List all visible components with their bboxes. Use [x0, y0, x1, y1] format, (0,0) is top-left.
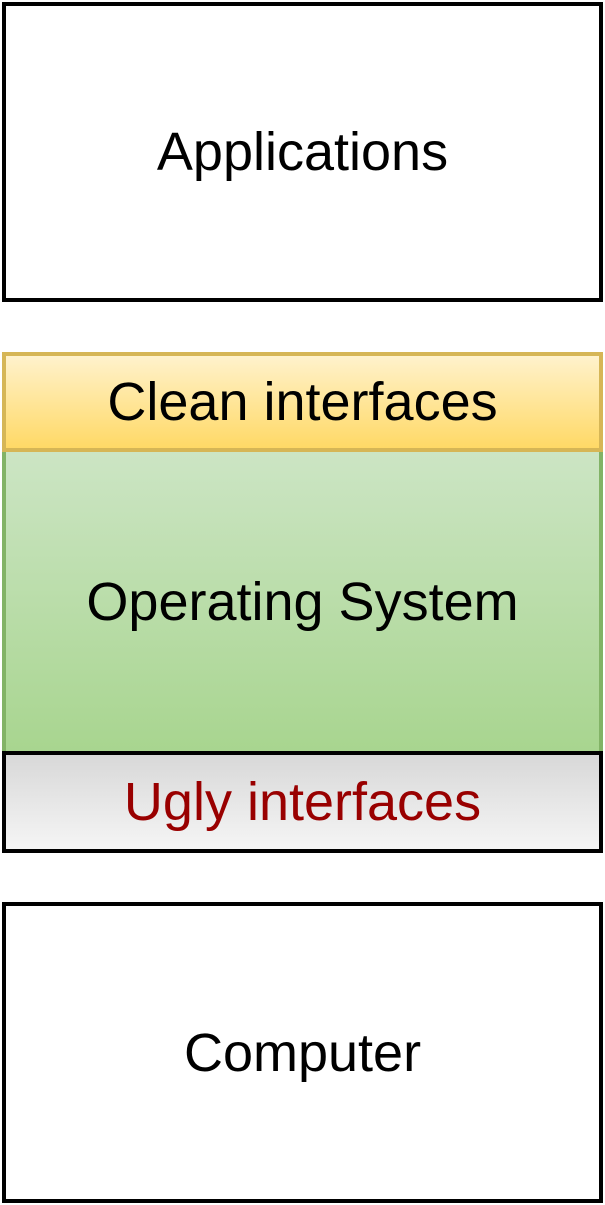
ugly-interfaces-label: Ugly interfaces — [123, 772, 482, 832]
computer-label: Computer — [183, 1022, 422, 1083]
applications-layer: Applications — [2, 2, 603, 302]
operating-system-label: Operating System — [86, 572, 519, 632]
clean-interfaces-label: Clean interfaces — [107, 372, 498, 432]
clean-interfaces-layer: Clean interfaces — [2, 352, 603, 452]
ugly-interfaces-layer: Ugly interfaces — [2, 751, 603, 853]
computer-layer: Computer — [2, 902, 603, 1203]
applications-label: Applications — [156, 122, 449, 182]
operating-system-layer: Operating System — [2, 452, 603, 752]
